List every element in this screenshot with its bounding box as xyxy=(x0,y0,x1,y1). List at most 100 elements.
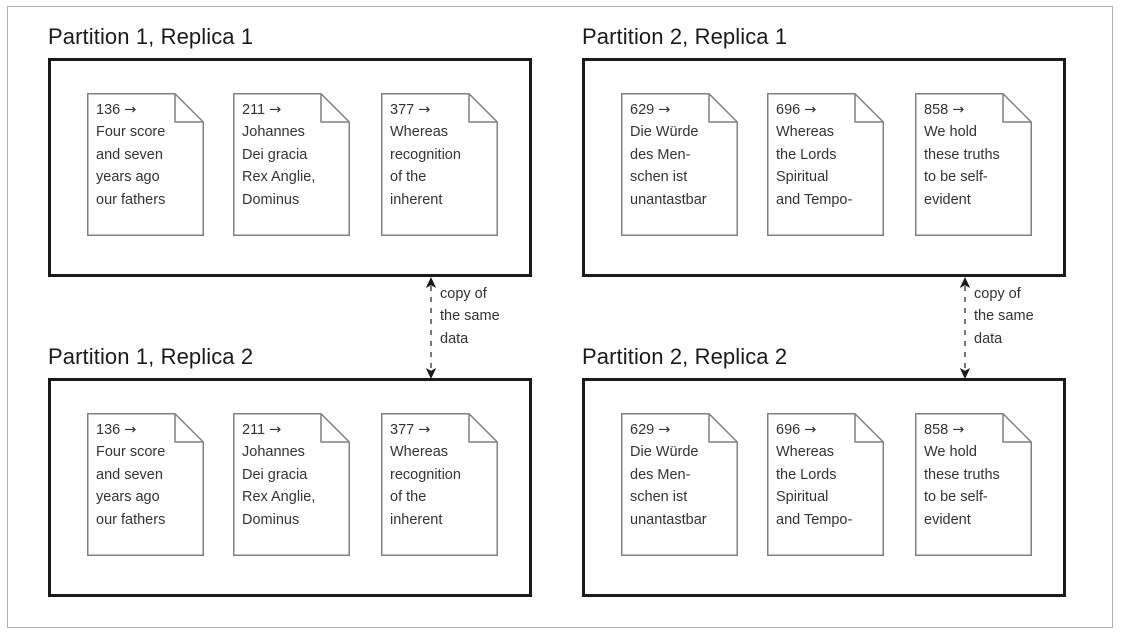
arrow-icon: → xyxy=(952,422,965,438)
document-line: des Men- xyxy=(630,466,691,483)
document-card[interactable]: 629→ Die Würde des Men- schen ist unanta… xyxy=(621,413,738,556)
document-text: 377→ Whereas recognition of the inherent xyxy=(390,419,493,531)
document-card[interactable]: 211→ Johannes Dei gracia Rex Anglie, Dom… xyxy=(233,93,350,236)
connector-label: copy of the same data xyxy=(974,283,1034,350)
document-line: recognition xyxy=(390,146,461,163)
document-body: Johannes Dei gracia Rex Anglie, Dominus xyxy=(242,121,345,211)
document-line: evident xyxy=(924,191,971,208)
document-key: 629→ xyxy=(630,419,733,441)
connector-label: copy of the same data xyxy=(440,283,500,350)
document-line: Dominus xyxy=(242,191,300,208)
arrow-icon: → xyxy=(952,102,965,118)
document-card[interactable]: 629→ Die Würde des Men- schen ist unanta… xyxy=(621,93,738,236)
document-line: Dominus xyxy=(242,511,300,528)
quadrant-title: Partition 1, Replica 2 xyxy=(48,344,254,369)
document-card[interactable]: 136→ Four score and seven years ago our … xyxy=(87,93,204,236)
document-line: Die Würde xyxy=(630,444,699,461)
document-key: 377→ xyxy=(390,99,493,121)
document-row: 629→ Die Würde des Men- schen ist unanta… xyxy=(582,58,1066,277)
document-card[interactable]: 858→ We hold these truths to be self- ev… xyxy=(915,93,1032,236)
document-line: Die Würde xyxy=(630,124,699,141)
document-text: 858→ We hold these truths to be self- ev… xyxy=(924,99,1027,211)
document-line: of the xyxy=(390,489,427,506)
document-page-icon xyxy=(381,413,498,556)
copy-connector-left: copy of the same data xyxy=(422,276,582,380)
document-card[interactable]: 858→ We hold these truths to be self- ev… xyxy=(915,413,1032,556)
document-body: Die Würde des Men- schen ist unantastbar xyxy=(630,121,733,211)
document-line: these truths xyxy=(924,466,1000,483)
document-line: evident xyxy=(924,511,971,528)
document-line: We hold xyxy=(924,444,977,461)
document-line: Rex Anglie, xyxy=(242,169,316,186)
document-line: these truths xyxy=(924,146,1000,163)
document-line: and seven xyxy=(96,466,163,483)
document-line: unantastbar xyxy=(630,511,707,528)
document-key: 629→ xyxy=(630,99,733,121)
document-line: years ago xyxy=(96,169,160,186)
document-key: 858→ xyxy=(924,99,1027,121)
document-line: Whereas xyxy=(390,444,449,461)
document-body: Johannes Dei gracia Rex Anglie, Dominus xyxy=(242,441,345,531)
document-line: to be self- xyxy=(924,489,988,506)
document-line: Dei gracia xyxy=(242,466,308,483)
document-line: Spiritual xyxy=(776,489,829,506)
document-page-icon xyxy=(381,93,498,236)
arrow-icon: → xyxy=(658,422,671,438)
document-line: Spiritual xyxy=(776,169,829,186)
document-card[interactable]: 136→ Four score and seven years ago our … xyxy=(87,413,204,556)
document-key-value: 696 xyxy=(776,102,801,118)
document-card[interactable]: 696→ Whereas the Lords Spiritual and Tem… xyxy=(767,93,884,236)
document-card[interactable]: 377→ Whereas recognition of the inherent xyxy=(381,413,498,556)
connector-label-line: the same xyxy=(440,308,500,325)
document-page-icon xyxy=(915,413,1032,556)
document-key: 696→ xyxy=(776,419,879,441)
document-row: 629→ Die Würde des Men- schen ist unanta… xyxy=(582,378,1066,597)
document-text: 211→ Johannes Dei gracia Rex Anglie, Dom… xyxy=(242,99,345,211)
connector-label-line: data xyxy=(974,330,1003,347)
document-text: 377→ Whereas recognition of the inherent xyxy=(390,99,493,211)
document-line: the Lords xyxy=(776,466,837,483)
document-line: Dei gracia xyxy=(242,146,308,163)
document-body: We hold these truths to be self- evident xyxy=(924,121,1027,211)
arrow-icon: → xyxy=(124,422,137,438)
document-line: Johannes xyxy=(242,124,305,141)
document-text: 629→ Die Würde des Men- schen ist unanta… xyxy=(630,99,733,211)
document-body: We hold these truths to be self- evident xyxy=(924,441,1027,531)
document-key-value: 629 xyxy=(630,422,655,438)
document-line: inherent xyxy=(390,191,443,208)
connector-label-line: copy of xyxy=(974,286,1021,302)
document-line: and Tempo- xyxy=(776,191,853,208)
arrow-icon: → xyxy=(804,422,817,438)
document-line: our fathers xyxy=(96,511,166,528)
document-card[interactable]: 696→ Whereas the Lords Spiritual and Tem… xyxy=(767,413,884,556)
document-text: 858→ We hold these truths to be self- ev… xyxy=(924,419,1027,531)
document-page-icon xyxy=(767,93,884,236)
document-body: Whereas recognition of the inherent xyxy=(390,441,493,531)
document-text: 136→ Four score and seven years ago our … xyxy=(96,419,199,531)
document-line: and seven xyxy=(96,146,163,163)
document-key-value: 858 xyxy=(924,102,949,118)
document-card[interactable]: 377→ Whereas recognition of the inherent xyxy=(381,93,498,236)
document-card[interactable]: 211→ Johannes Dei gracia Rex Anglie, Dom… xyxy=(233,413,350,556)
document-key-value: 377 xyxy=(390,102,415,118)
document-page-icon xyxy=(767,413,884,556)
double-headed-dashed-arrow-icon xyxy=(425,277,437,379)
arrow-icon: → xyxy=(269,422,282,438)
document-line: schen ist xyxy=(630,489,688,506)
arrow-icon: → xyxy=(269,102,282,118)
document-line: of the xyxy=(390,169,427,186)
document-body: Whereas the Lords Spiritual and Tempo- xyxy=(776,121,879,211)
document-text: 696→ Whereas the Lords Spiritual and Tem… xyxy=(776,99,879,211)
copy-connector-right: copy of the same data xyxy=(956,276,1116,380)
document-page-icon xyxy=(233,413,350,556)
document-line: to be self- xyxy=(924,169,988,186)
document-text: 696→ Whereas the Lords Spiritual and Tem… xyxy=(776,419,879,531)
document-key: 136→ xyxy=(96,99,199,121)
document-text: 211→ Johannes Dei gracia Rex Anglie, Dom… xyxy=(242,419,345,531)
document-line: recognition xyxy=(390,466,461,483)
document-text: 136→ Four score and seven years ago our … xyxy=(96,99,199,211)
document-key: 211→ xyxy=(242,99,345,121)
document-line: unantastbar xyxy=(630,191,707,208)
document-body: Whereas the Lords Spiritual and Tempo- xyxy=(776,441,879,531)
